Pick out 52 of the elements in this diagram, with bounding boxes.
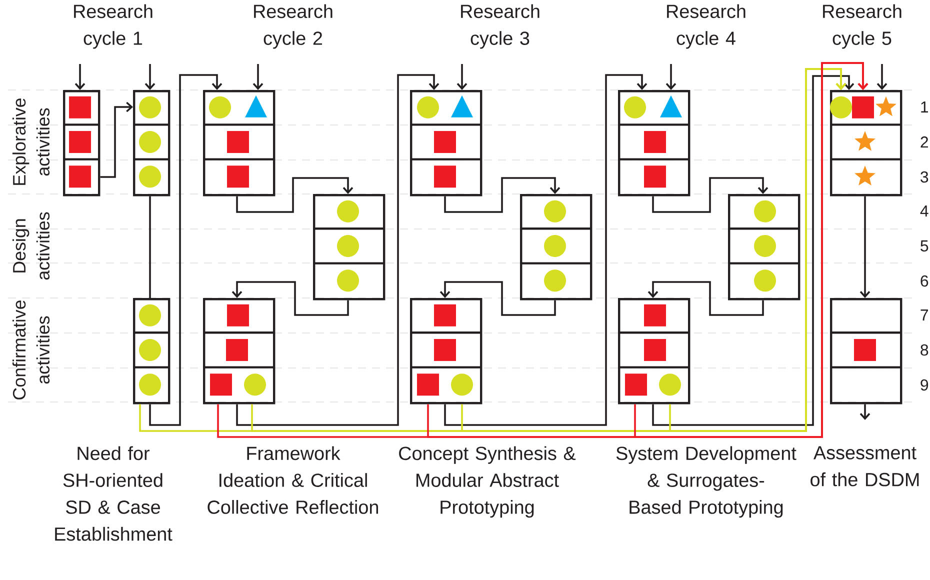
row-number: 5 xyxy=(920,240,928,252)
stack-box xyxy=(203,90,276,196)
arrow xyxy=(232,281,349,316)
arrow xyxy=(669,68,846,432)
arrow xyxy=(634,62,868,438)
arrow xyxy=(144,64,156,90)
arrow xyxy=(666,64,676,90)
stack-box xyxy=(830,298,902,404)
stack-box xyxy=(830,90,902,196)
arrow xyxy=(648,281,764,316)
row-number: 7 xyxy=(920,310,928,320)
stack-box xyxy=(313,194,386,300)
arrow xyxy=(444,177,560,213)
arrow xyxy=(652,177,768,213)
arrow xyxy=(860,404,870,420)
phase-label: Concept Synthesis & Modular Abstract Prototyping xyxy=(399,446,576,518)
row-group-label: Design activities xyxy=(12,212,50,280)
stack-box xyxy=(133,90,170,196)
row-number: 6 xyxy=(920,275,928,287)
row-number: 9 xyxy=(920,379,928,391)
row-group-label: Confirmative activities xyxy=(12,300,50,400)
phase-label: System Development & Surrogates-Based Prototyping xyxy=(616,446,796,518)
arrow xyxy=(876,64,888,90)
stack-box xyxy=(203,298,276,404)
arrow xyxy=(149,74,222,426)
stack-box xyxy=(410,298,482,404)
row-number: 2 xyxy=(920,136,928,148)
phase-label: Need for SH-oriented SD & Case Establishment xyxy=(55,446,172,541)
row-number: 1 xyxy=(921,102,928,112)
row-number: 4 xyxy=(920,206,928,216)
stack-box xyxy=(728,194,800,300)
stack-box xyxy=(520,194,592,300)
arrow xyxy=(444,74,648,426)
stack-box xyxy=(618,298,690,404)
arrow xyxy=(440,281,556,316)
row-number: 3 xyxy=(920,171,928,183)
stack-box xyxy=(410,90,482,196)
phase-label: Framework Ideation & Critical Collective Reflection xyxy=(208,446,378,514)
stack-box xyxy=(63,90,100,196)
arrow xyxy=(100,102,134,178)
row-number: 8 xyxy=(920,344,928,356)
column-heading: Research cycle 1 xyxy=(74,4,152,49)
stack-box xyxy=(133,298,170,404)
arrow xyxy=(236,177,354,213)
arrow xyxy=(236,74,440,426)
connector-line xyxy=(149,196,151,298)
arrow xyxy=(652,75,854,426)
arrow xyxy=(456,64,468,90)
arrow xyxy=(860,196,870,298)
stack-box xyxy=(618,90,690,196)
arrow xyxy=(252,64,264,90)
arrow xyxy=(74,64,86,90)
